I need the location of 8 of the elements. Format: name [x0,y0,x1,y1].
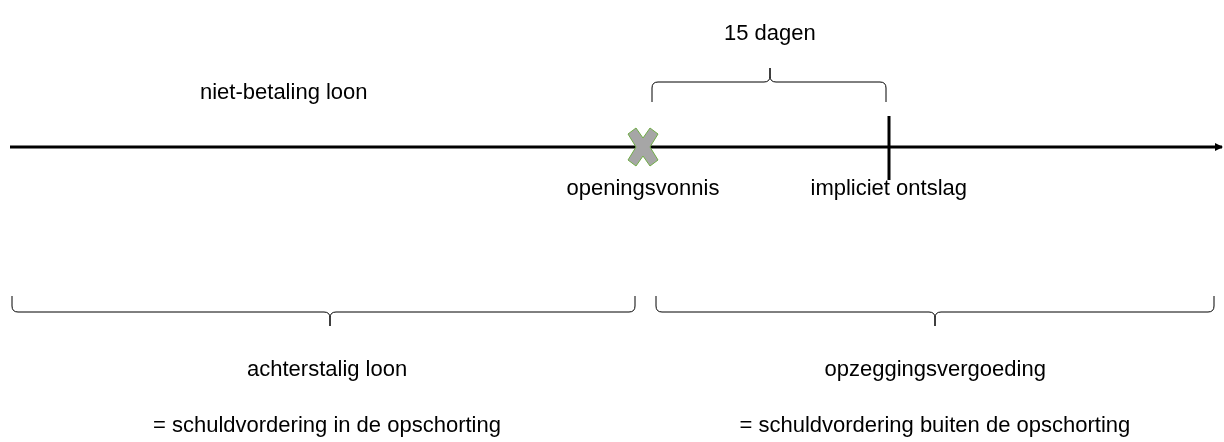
note-text: = schuldvordering in de opschorting [153,412,501,438]
duration-label: 15 dagen [724,20,816,46]
event-label: openingsvonnis [566,175,720,201]
event-label: impliciet ontslag [810,175,967,201]
timeline-label: niet-betaling loon [200,79,368,105]
period-label: opzeggingsvergoeding [824,356,1046,382]
note-text: = schuldvordering buiten de opschorting [739,412,1131,438]
period-label: achterstalig loon [247,356,408,382]
